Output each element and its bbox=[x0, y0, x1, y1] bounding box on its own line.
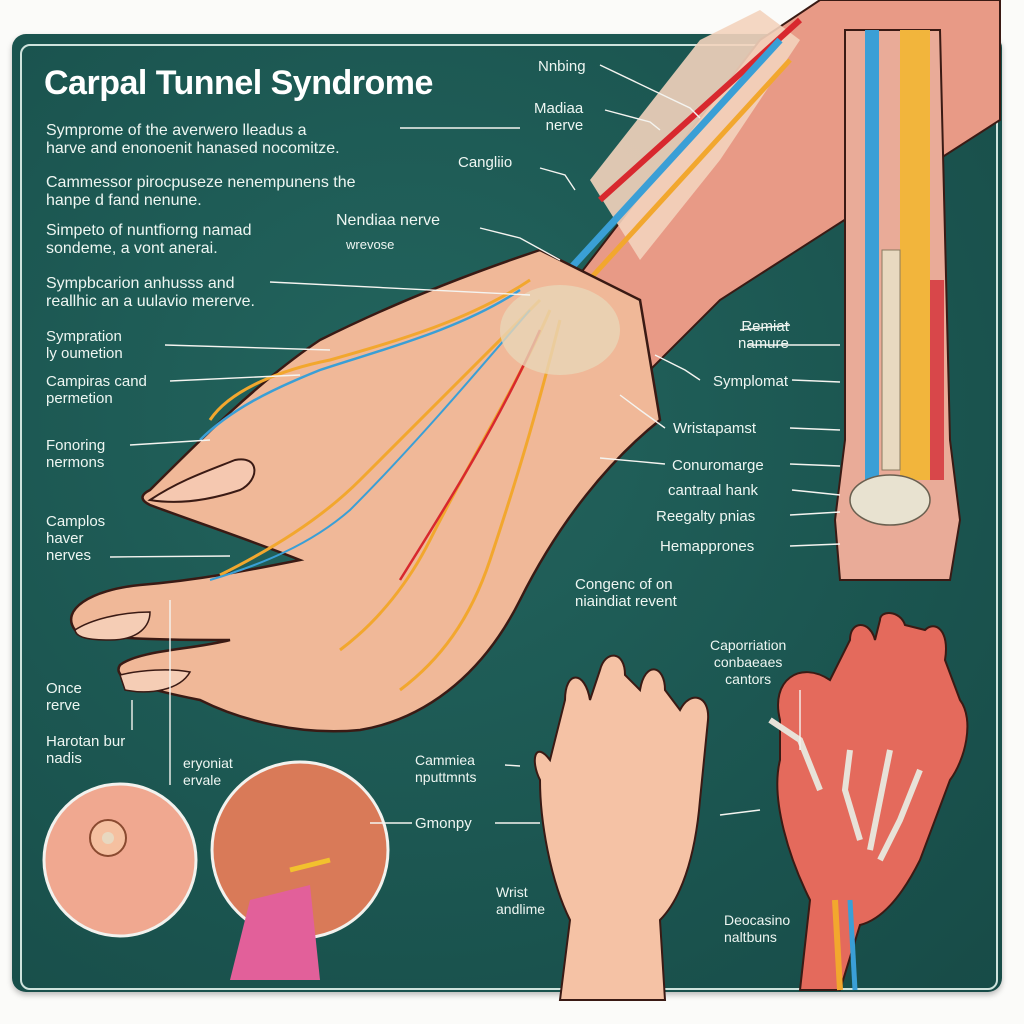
label-camplos: Camplos haver nerves bbox=[46, 513, 106, 564]
label-deocasino: Deocasino naltbuns bbox=[724, 912, 791, 945]
label-caporriation: Caporriation conbaeaes cantors bbox=[710, 637, 787, 687]
description-2: Cammessor pirocpuseze nenempunens the ha… bbox=[46, 174, 356, 209]
label-congenc: Congenc of on niaindiat revent bbox=[575, 576, 677, 610]
label-nendiaa-nerve: Nendiaa nerve bbox=[336, 212, 441, 229]
palm-hand-illustration bbox=[533, 654, 710, 1001]
label-symplomat: Symplomat bbox=[713, 373, 789, 390]
label-cantraal-hank: cantraal hank bbox=[668, 482, 759, 499]
label-eryoniat: eryoniat ervale bbox=[183, 755, 233, 788]
leader-lines bbox=[109, 64, 841, 824]
label-fonoring: Fonoring nermons bbox=[46, 437, 106, 471]
skeletal-hand-illustration bbox=[768, 612, 969, 991]
forearm-bones-illustration bbox=[833, 29, 962, 581]
label-wrist-andlime: Wrist andlime bbox=[496, 884, 546, 917]
label-madiaa-nerve: Madiaa nerve bbox=[534, 100, 584, 134]
label-cammiea: Cammiea nputtmnts bbox=[415, 752, 477, 785]
label-once-rerve: Once rerve bbox=[46, 680, 82, 714]
cross-section-circle-1 bbox=[42, 782, 198, 938]
label-conuromarge: Conuromarge bbox=[672, 457, 764, 474]
label-harotan: Harotan bur nadis bbox=[46, 733, 126, 767]
label-hemapprones: Hemapprones bbox=[660, 538, 755, 555]
description-3: Simpeto of nuntfiorng namad sondeme, a v… bbox=[46, 222, 252, 257]
main-hand-illustration bbox=[69, 248, 662, 733]
label-campiras: Campiras cand permetion bbox=[46, 373, 147, 407]
label-cangliio: Cangliio bbox=[458, 154, 513, 171]
label-sympration: Sympration ly oumetion bbox=[46, 328, 123, 362]
label-nendiaa-sub: wrevose bbox=[346, 237, 395, 252]
cross-section-circle-2 bbox=[210, 760, 390, 980]
description-4: Sympbcarion anhusss and reallhic an a uu… bbox=[46, 275, 255, 310]
label-wristapamst: Wristapamst bbox=[673, 420, 757, 437]
label-remiat-namure: Remiat namure bbox=[738, 318, 789, 352]
description-1: Symprome of the averwero lleadus a harve… bbox=[46, 122, 340, 157]
label-reegalty-pnias: Reegalty pnias bbox=[656, 508, 756, 525]
page-title: Carpal Tunnel Syndrome bbox=[44, 64, 433, 102]
label-gmonpy: Gmonpy bbox=[415, 815, 472, 832]
label-nnbing: Nnbing bbox=[538, 58, 586, 75]
